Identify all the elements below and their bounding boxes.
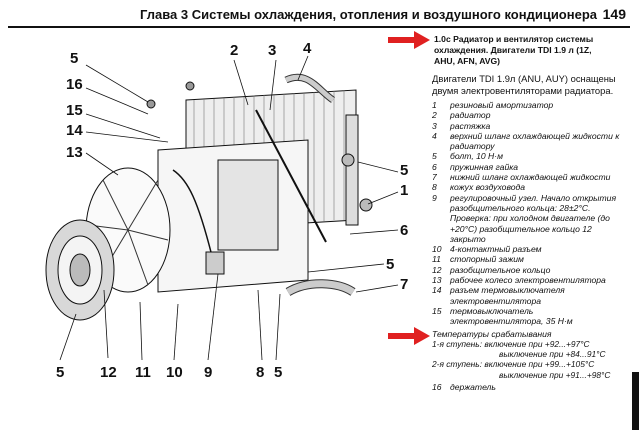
brace: [255, 109, 327, 243]
callout-14: 14: [66, 122, 83, 139]
callout-5-mid: 5: [386, 256, 395, 273]
callout-10: 10: [166, 364, 183, 381]
stage-1: 1-я ступень: включение при +92...+97°С в…: [432, 338, 606, 360]
red-arrow-title-icon: [388, 31, 430, 49]
callout-8: 8: [256, 364, 265, 381]
callout-13: 13: [66, 144, 83, 161]
callout-7: 7: [400, 276, 409, 293]
exploded-diagram: 5 16 15 14 13 2 3 4 5 1 6 5 7 5 12 11 10…: [8, 30, 424, 430]
connector-housing: [205, 251, 225, 275]
callout-16: 16: [66, 76, 83, 93]
stage-2: 2-я ступень: включение при +99...+105°С …: [432, 359, 611, 380]
red-arrow-item-15-icon: [388, 327, 430, 345]
callout-5-bottom-left: 5: [56, 364, 65, 381]
callout-5-bottom: 5: [274, 364, 283, 381]
section-title: 1.0с Радиатор и вентилятор системы охлаж…: [434, 34, 594, 66]
intro-text: Двигатели TDI 1.9л (ANU, AUY) оснащены д…: [432, 73, 616, 96]
callout-1: 1: [400, 182, 409, 199]
callout-6: 6: [400, 222, 409, 239]
text-column: 1.0с Радиатор и вентилятор системы охлаж…: [432, 34, 628, 392]
callout-4: 4: [303, 40, 312, 57]
chapter-title: Глава 3 Системы охлаждения, отопления и …: [140, 7, 597, 22]
page-number: 149: [602, 6, 626, 22]
page-header: Глава 3 Системы охлаждения, отопления и …: [8, 4, 630, 28]
callout-12: 12: [100, 364, 117, 381]
temps-heading: Температуры срабатывания: [432, 328, 552, 339]
callout-9: 9: [204, 364, 213, 381]
callout-11: 11: [135, 364, 151, 381]
callout-5-right: 5: [400, 162, 409, 179]
callout-5-top: 5: [70, 50, 79, 67]
page-edge-tab: [632, 372, 639, 430]
callout-3: 3: [268, 42, 277, 59]
callout-2: 2: [230, 42, 239, 59]
callout-15: 15: [66, 102, 83, 119]
radiator-fan-illustration: [45, 55, 399, 361]
